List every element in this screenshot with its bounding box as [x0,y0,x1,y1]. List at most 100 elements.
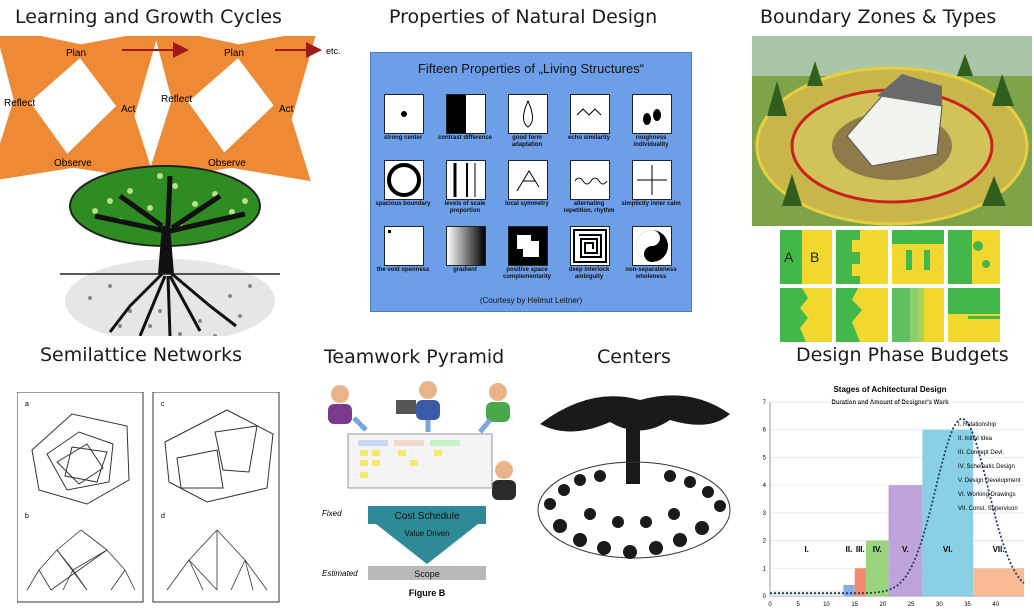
kanban-board [347,433,493,489]
cycle2-observe: Observe [208,158,246,169]
property-glyph-icon [573,229,607,263]
cycle1-reflect: Reflect [4,98,35,109]
stage-bar [843,584,855,596]
semilattice-label-b: b [25,513,29,520]
stage-roman-label: VII. [993,545,1005,554]
x-tick-label: 35 [964,602,971,608]
team-connector-arrows [352,416,492,434]
property-tile-4 [570,94,610,134]
centers-title: Centers [597,346,671,368]
property-glyph-icon [516,170,540,192]
x-tick-label: 20 [880,602,887,608]
legend-entry: III. Concept Devl. [958,450,1004,456]
x-tick-label: 0 [768,602,772,608]
cost-schedule-label: Cost Schedule [394,511,459,522]
property-tile-10 [632,160,672,200]
legend-entry: IV. Schematic Design [958,464,1015,470]
property-tile-7 [446,160,486,200]
semilattice-label-c: c [161,401,165,408]
property-label-15: non-separateness wholeness [625,267,677,280]
property-glyph-icon [637,165,667,195]
cycle1-observe: Observe [54,158,92,169]
legend-entry: V. Design Development [958,478,1021,484]
semilattice-tree-b [26,529,136,591]
property-glyph-icon [387,163,421,197]
cycle1-plan: Plan [66,48,86,59]
living-structures-heading: Fifteen Properties of „Living Structures… [417,61,645,76]
boundary-type-1 [780,230,832,284]
stage-roman-label: I. [804,545,808,554]
semilattice-sets-c [164,409,274,503]
cycle1-act: Act [121,104,136,115]
cycle2-reflect: Reflect [161,94,192,105]
cycle-loop-2 [146,36,318,182]
team-member-icons [328,381,516,500]
y-tick-label: 5 [763,455,767,461]
property-glyph-icon [447,95,466,133]
legend-entry: VI. Working Drawings [958,492,1016,498]
property-glyph-icon [453,163,476,197]
natural-design-title: Properties of Natural Design [389,6,658,28]
boundary-zones-illustration [752,36,1032,226]
chart-curve [770,417,1025,595]
boundary-zones-title: Boundary Zones & Types [760,6,997,28]
boundary-type-3 [892,230,944,284]
x-tick-label: 5 [797,602,801,608]
cycle2-act: Act [279,104,294,115]
property-tile-2 [446,94,486,134]
legend-entry: I. Relationship [958,422,997,428]
property-tile-12 [446,226,486,266]
stage-roman-label: V. [902,545,909,554]
y-tick-label: 7 [763,400,767,406]
cycle-etc: etc. [326,46,341,56]
stage-bar [922,429,974,596]
boundary-types-grid: A B [780,230,1000,342]
semilattice-title: Semilattice Networks [40,344,243,366]
property-glyph-icon [523,99,533,128]
property-label-14: deep interlock ambiguity [568,267,610,280]
property-label-10: simplicity inner calm [621,201,681,207]
stage-bar [854,568,866,596]
semilattice-label-a: a [25,401,29,408]
boundary-label-a: A [784,249,794,265]
property-glyph-icon [643,109,661,125]
value-driven-triangle [376,524,478,564]
learning-cycles-title: Learning and Growth Cycles [15,6,282,28]
boundary-type-4 [948,230,1000,284]
boundary-type-6 [836,288,888,342]
property-tile-3 [508,94,548,134]
value-driven-label: Value Driven [404,529,449,538]
property-tile-1 [384,94,424,134]
y-tick-label: 0 [763,594,767,600]
property-label-8: local symmetry [505,201,549,207]
y-tick-label: 6 [763,428,767,434]
property-tile-11 [384,226,424,266]
property-tile-14 [570,226,610,266]
property-tile-13 [508,226,548,266]
chart-subtitle: Duration and Amount of Designer's Work [831,400,949,406]
property-label-1: strong center [383,135,423,141]
scope-bar [368,566,486,580]
boundary-type-8 [948,288,1000,342]
property-label-13: positive space complementarity [502,267,551,280]
stage-roman-label: IV. [873,545,882,554]
y-tick-label: 3 [763,511,767,517]
learning-cycles-diagram: Plan Act Observe Reflect Plan Act Observ… [0,36,341,336]
tree-illustration [60,165,280,336]
boundary-type-2 [836,230,888,284]
cycle2-plan: Plan [224,48,244,59]
cost-schedule-bar [368,506,486,524]
property-tile-5 [632,94,672,134]
teamwork-pyramid-title: Teamwork Pyramid [324,346,505,368]
property-tile-9 [570,160,610,200]
property-tile-8 [508,160,548,200]
y-tick-label: 4 [763,483,767,489]
y-tick-label: 1 [763,566,767,572]
property-label-6: spacious boundary [375,201,431,207]
boundary-type-7 [892,288,944,342]
legend-entry: VII. Const. Supervison [958,506,1018,512]
pyramid-estimated-label: Estimated [322,569,358,578]
property-label-7: levels of scale proportion [444,201,486,214]
